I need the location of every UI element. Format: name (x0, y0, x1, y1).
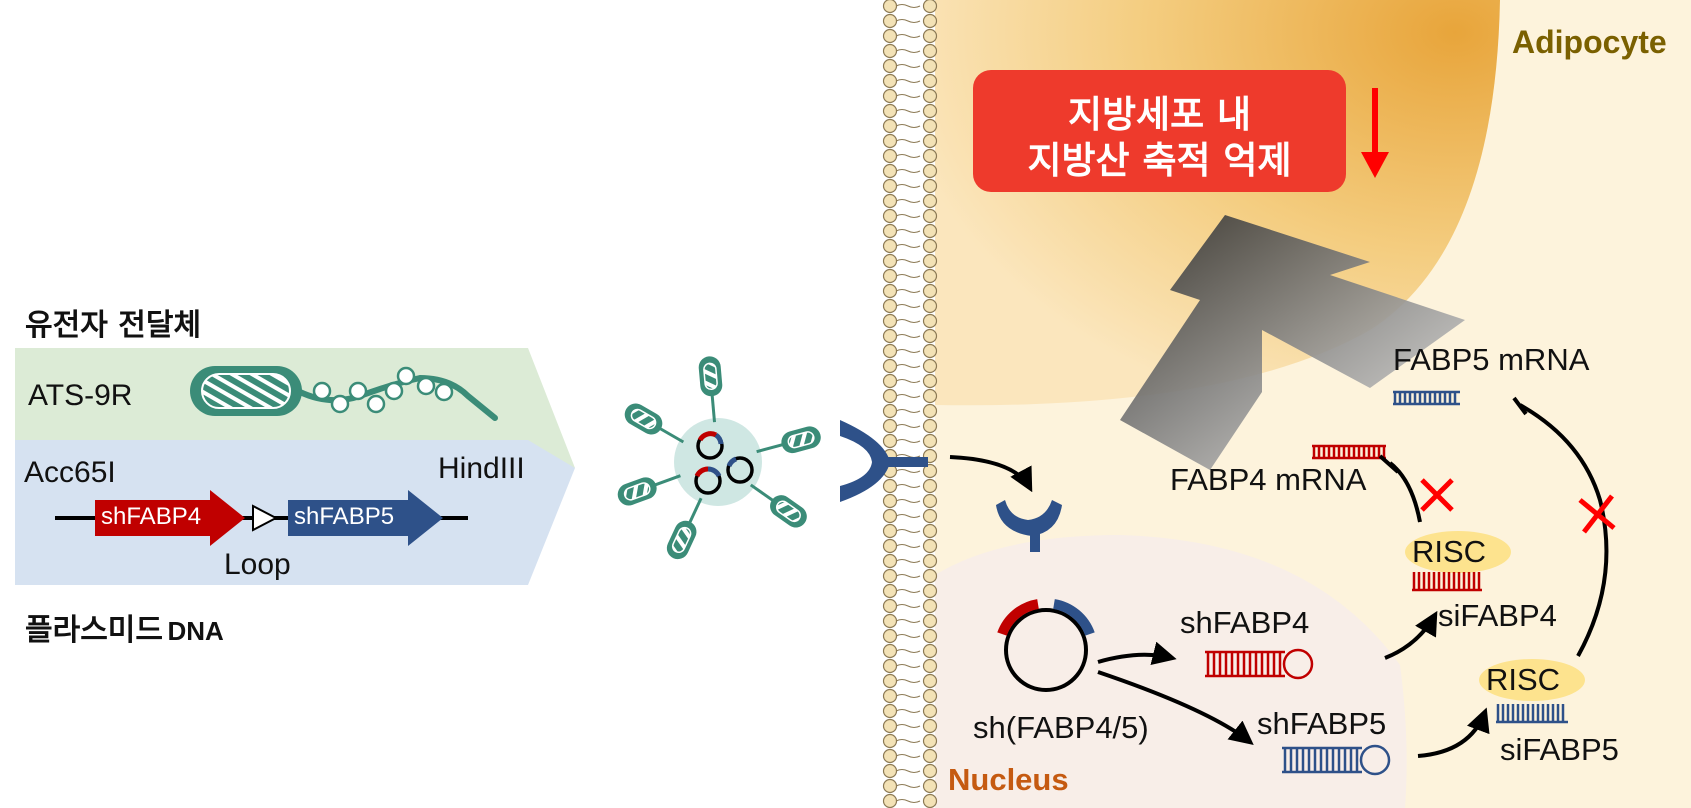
risc-label-2: RISC (1486, 662, 1561, 697)
sifabp4-label: siFABP4 (1438, 598, 1557, 633)
shfabp5-construct-label: shFABP5 (294, 503, 395, 530)
sifabp5-label: siFABP5 (1500, 732, 1619, 767)
internalized-receptor-icon (996, 500, 1062, 552)
ats-9r-label: ATS-9R (28, 379, 133, 412)
inhibition-lines (1378, 396, 1609, 657)
inhibition-arrow (1120, 215, 1465, 470)
fabp4-mrna-label: FABP4 mRNA (1170, 462, 1367, 497)
pathway-arrows (1097, 610, 1490, 758)
shfabp4-label: shFABP4 (1180, 605, 1310, 640)
result-box (973, 70, 1346, 192)
result-line-1: 지방세포 내 (1067, 93, 1252, 136)
block-x-icon (1420, 478, 1616, 534)
plasmid-label: sh(FABP4/5) (973, 710, 1149, 745)
endocytosis-arrow (949, 455, 1033, 493)
plasmid-title: 플라스미드 DNA (25, 605, 224, 649)
construct-diagram (55, 490, 468, 546)
risc-2 (1479, 659, 1585, 701)
nucleus-label: Nucleus (948, 762, 1069, 797)
fabp5-mrna-label: FABP5 mRNA (1393, 342, 1590, 377)
shfabp4-construct-label: shFABP4 (101, 503, 202, 530)
risc-label-1: RISC (1412, 534, 1487, 569)
loop-label: Loop (224, 548, 291, 581)
nuclear-plasmid-icon (997, 599, 1095, 692)
fabp4-mrna-icon (1312, 444, 1386, 460)
shfabp5-hairpin-icon (1282, 744, 1391, 776)
cell-membrane (882, 0, 938, 808)
fabp5-mrna-icon (1393, 390, 1460, 406)
adipocyte-label: Adipocyte (1512, 24, 1667, 60)
shfabp4-arrow (95, 490, 245, 546)
shfabp4-hairpin-icon (1205, 648, 1314, 680)
result-line-2: 지방산 축적 억제 (1027, 139, 1292, 182)
sifabp4-duplex-icon (1412, 572, 1482, 592)
acc65i-label: Acc65I (24, 456, 116, 489)
shfabp5-arrow (288, 490, 443, 546)
sifabp5-duplex-icon (1496, 704, 1568, 724)
risc-1 (1405, 531, 1511, 573)
down-arrow-icon (1361, 88, 1389, 178)
nucleus (935, 535, 1407, 808)
delivery-title: 유전자 전달체 (25, 308, 202, 343)
plasmid-title-kr: 플라스미드 (25, 613, 163, 648)
hindiii-label: HindIII (438, 452, 525, 485)
delivery-complex (617, 356, 821, 560)
ats-9r-icon (190, 366, 498, 421)
loop-triangle-icon (252, 504, 279, 532)
receptor-icon (840, 420, 928, 502)
plasmid-title-dna: DNA (167, 616, 224, 646)
shfabp5-label: shFABP5 (1257, 706, 1387, 741)
